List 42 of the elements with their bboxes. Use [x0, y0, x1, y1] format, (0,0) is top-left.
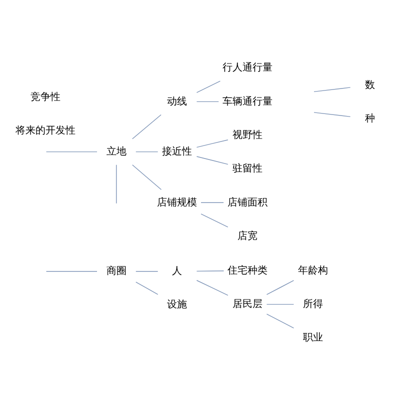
connector: [196, 139, 228, 148]
connector: [200, 202, 224, 203]
node-text: 店铺面积: [226, 197, 267, 208]
connector: [313, 87, 350, 92]
node-text: 所得: [302, 298, 323, 310]
connector: [200, 214, 228, 228]
label: 将来的开发性: [15, 126, 76, 137]
node-text: 店宽: [236, 230, 257, 242]
node-text: 行人通行量: [222, 62, 272, 74]
connector: [45, 271, 97, 272]
label: 竞争性: [30, 92, 60, 104]
connector: [313, 112, 350, 118]
connector: [196, 80, 220, 93]
connector: [135, 271, 158, 272]
connector: [196, 101, 218, 102]
node-text: 职业: [302, 332, 323, 344]
node-text: 视野性: [232, 130, 262, 141]
node-text: 车辆通行量: [222, 96, 272, 108]
connector: [132, 114, 161, 140]
connector: [196, 280, 228, 296]
connector: [45, 151, 97, 152]
node-text: 商圈: [106, 266, 126, 278]
node-text: 人: [172, 266, 182, 278]
node-text: 数: [364, 80, 374, 91]
connector: [196, 156, 228, 165]
connector: [266, 314, 294, 328]
node-text: 设施: [166, 300, 187, 311]
node-text: 住宅种类: [226, 265, 267, 276]
connector: [135, 282, 158, 295]
connector: [266, 280, 294, 295]
node-text: 立地: [106, 146, 126, 158]
node-text: 种: [364, 114, 374, 125]
connector: [196, 270, 224, 272]
connector: [135, 151, 158, 152]
node-text: 店铺规模: [156, 197, 197, 208]
connector: [132, 164, 162, 190]
node-text: 动线: [166, 96, 187, 108]
node-text: 年龄构: [298, 265, 328, 276]
node-text: 驻留性: [232, 164, 262, 175]
node-text: 接近性: [162, 146, 192, 158]
connector: [266, 304, 294, 305]
node-text: 居民层: [232, 298, 262, 310]
